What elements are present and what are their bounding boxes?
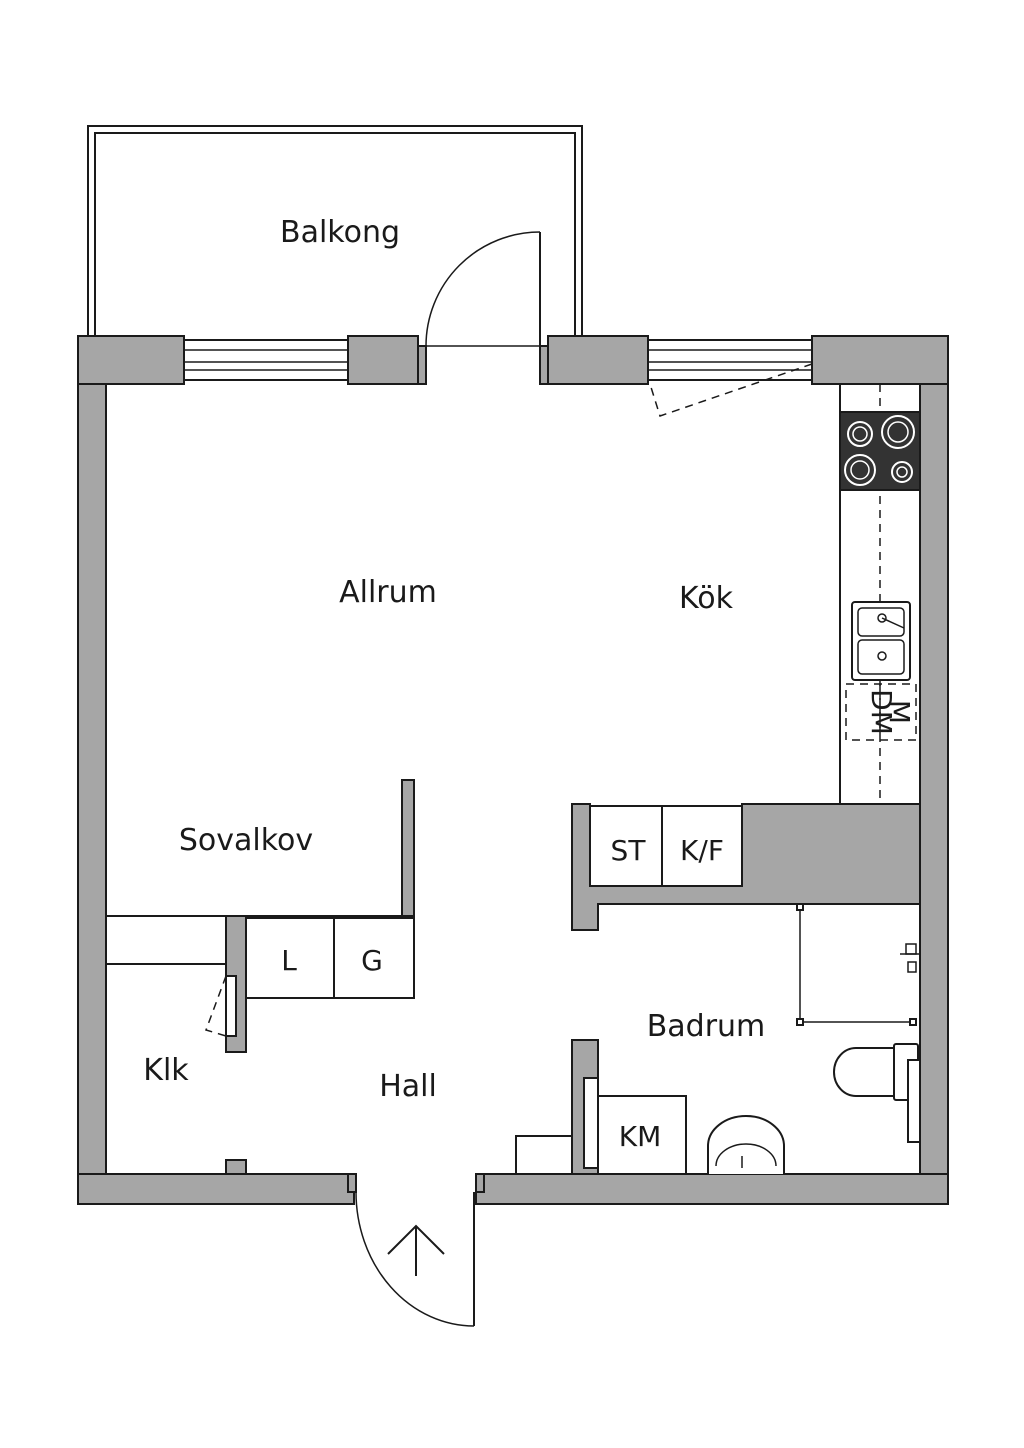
window-left <box>183 339 349 381</box>
microwave-label: M <box>883 700 916 724</box>
room-label-living: Allrum <box>339 575 437 610</box>
stove <box>839 411 921 491</box>
washbasin <box>707 1115 785 1174</box>
room-label-closet: Klk <box>143 1053 189 1088</box>
sink <box>851 601 911 681</box>
room-label-hall: Hall <box>379 1069 437 1104</box>
balcony-door <box>425 231 541 347</box>
alcove-edges <box>106 915 414 965</box>
hall-shelf <box>515 1135 573 1175</box>
entrance-arrow-icon <box>387 1224 445 1276</box>
window-right <box>647 339 813 417</box>
towel-rail <box>907 1059 921 1143</box>
balcony <box>87 125 583 336</box>
stove-cabinet-label: ST <box>611 834 647 867</box>
room-label-bathroom: Badrum <box>647 1009 766 1044</box>
washing-machine-label: KM <box>619 1120 662 1153</box>
linen-closet-label: L <box>281 944 297 977</box>
tall-cabinets <box>589 805 743 887</box>
room-label-kitchen: Kök <box>679 581 734 616</box>
exterior-walls <box>77 335 949 1205</box>
shower <box>796 903 920 1026</box>
hall-cabinets <box>245 917 415 999</box>
appliance-bay <box>845 683 917 741</box>
entrance-door <box>355 1191 475 1327</box>
room-label-alcove: Sovalkov <box>179 823 313 858</box>
dishwasher-label: DM <box>865 689 898 735</box>
fridge-freezer-label: K/F <box>680 834 724 867</box>
wardrobe-label: G <box>361 944 383 977</box>
interior-walls <box>225 779 921 1175</box>
washing-machine <box>583 1077 687 1175</box>
closet-door <box>205 975 237 1037</box>
toilet <box>833 1043 919 1101</box>
room-label-balcony: Balkong <box>280 215 400 250</box>
